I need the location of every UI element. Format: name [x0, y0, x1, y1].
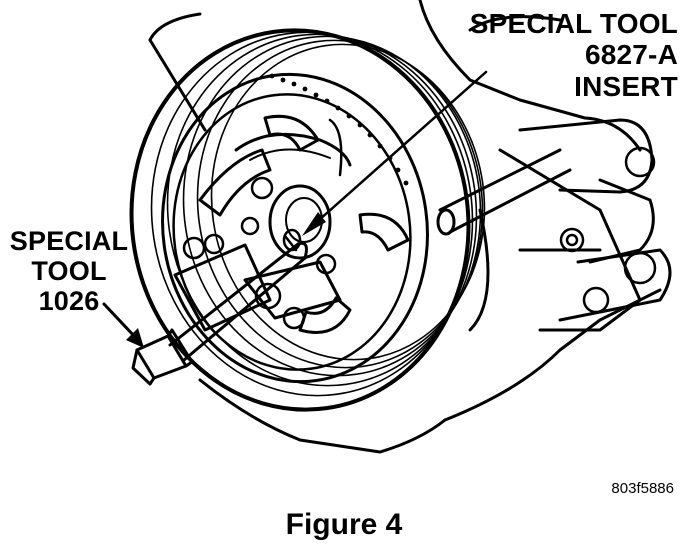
- figure-caption: Figure 4: [285, 508, 403, 541]
- callout-line: 1026: [38, 286, 100, 317]
- callout-line: 6827-A: [584, 39, 678, 71]
- callout-line: TOOL: [31, 256, 107, 287]
- callout-line: SPECIAL TOOL: [469, 8, 678, 39]
- timing-marks: [269, 73, 409, 186]
- leader-arrow-insert: [302, 70, 488, 236]
- puller-jaws: [173, 114, 410, 334]
- callout-special-tool-6827-a-insert: SPECIAL TOOL 6827-A INSERT: [440, 8, 678, 102]
- crankshaft-damper: [129, 28, 486, 412]
- callout-special-tool-1026: SPECIAL TOOL 1026: [4, 226, 134, 317]
- crank-snout: [436, 148, 572, 236]
- engine-bolt: [559, 146, 657, 314]
- callout-line: SPECIAL: [9, 226, 129, 256]
- callout-line: INSERT: [574, 70, 678, 102]
- figure-code: 803f5886: [611, 480, 674, 497]
- forcing-screw-tool-1026: [131, 241, 308, 386]
- damper-hub: [234, 118, 352, 260]
- insert-tool-6827-a: [282, 228, 302, 252]
- leader-arrow-puller: [102, 302, 144, 348]
- puller-bolts: [182, 176, 337, 330]
